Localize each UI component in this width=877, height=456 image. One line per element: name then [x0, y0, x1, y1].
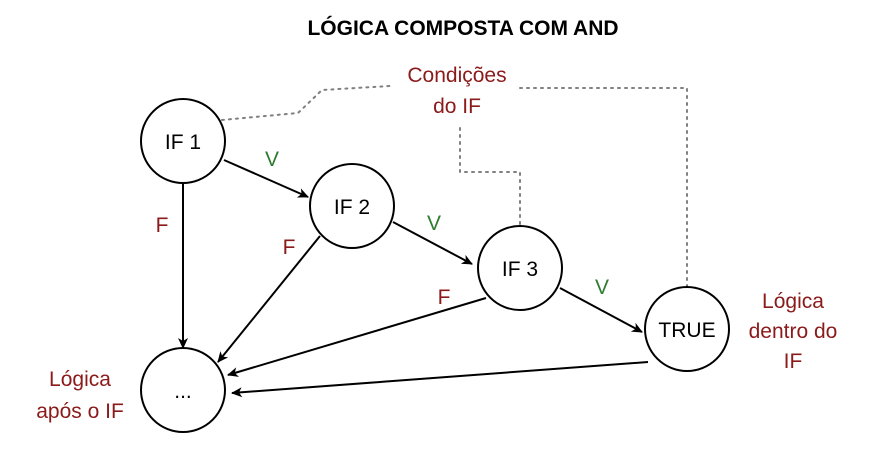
- node-true: TRUE: [644, 286, 730, 372]
- edge-label-if1-after: F: [156, 214, 169, 237]
- annotation-inside-logic: Lógica dentro do IF: [749, 290, 838, 373]
- annotation-inside-line-1: Lógica: [762, 290, 824, 313]
- annotation-conditions-line-2: do IF: [433, 95, 481, 118]
- annotation-after-line-2: após o IF: [36, 400, 124, 423]
- annotation-after-line-1: Lógica: [49, 368, 111, 391]
- node-after: ...: [140, 347, 226, 433]
- edge-if3-to-after: [227, 297, 487, 377]
- edge-if1-to-if2: [223, 159, 309, 198]
- edge-true-to-after: [231, 361, 649, 398]
- dotted-connector-conditions-if3: [459, 127, 521, 227]
- edge-if2-to-if3: [392, 221, 473, 265]
- edge-label-if3-after: F: [438, 286, 451, 309]
- annotation-conditions-line-1: Condições: [407, 64, 506, 87]
- node-if2: IF 2: [309, 163, 395, 249]
- node-if1: IF 1: [140, 98, 226, 184]
- edge-label-if3-true: V: [595, 276, 609, 299]
- edge-if3-to-true: [559, 287, 643, 333]
- diagram-title: LÓGICA COMPOSTA COM AND: [307, 16, 618, 40]
- edge-label-if1-if2: V: [265, 148, 279, 171]
- edge-label-if2-if3: V: [427, 212, 441, 235]
- node-after-label: ...: [174, 380, 192, 403]
- node-if1-label: IF 1: [165, 131, 201, 154]
- annotation-after-logic: Lógica após o IF: [36, 368, 124, 423]
- dotted-connector-conditions-right: [519, 87, 688, 287]
- dotted-connector-if1-conditions: [221, 85, 391, 121]
- annotation-conditions: Condições do IF: [407, 64, 506, 118]
- edge-label-if2-after: F: [283, 236, 296, 259]
- node-if3-label: IF 3: [502, 258, 538, 281]
- node-if2-label: IF 2: [334, 196, 370, 219]
- node-true-label: TRUE: [658, 319, 715, 342]
- annotation-inside-line-3: IF: [784, 350, 803, 373]
- node-if3: IF 3: [477, 225, 563, 311]
- edge-if2-to-after: [217, 235, 321, 363]
- annotation-inside-line-2: dentro do: [749, 320, 838, 343]
